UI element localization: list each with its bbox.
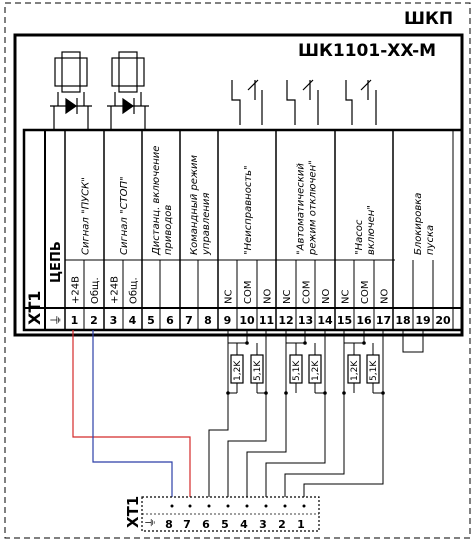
bottom-terminal-label: XT1 — [124, 496, 142, 528]
input-optocoupler-1 — [50, 51, 92, 130]
pin-number-13: 13 — [298, 314, 313, 327]
bottom-pin-dot — [170, 504, 174, 508]
pin-function-1: +24В — [71, 276, 82, 304]
resistor-label-5: 1,2K — [350, 360, 360, 381]
junction-dot — [226, 391, 230, 395]
pin-number-10: 10 — [239, 314, 255, 327]
pin-number-14: 14 — [317, 314, 333, 327]
resistor-3: 5,1K — [289, 343, 303, 393]
pin-function-4: Общ. — [129, 277, 140, 304]
terminal-block-label: XT1 — [25, 291, 44, 325]
pin-number-1: 1 — [71, 314, 79, 327]
resistor-label-3: 5,1K — [292, 360, 302, 381]
bottom-pin-dot — [302, 504, 306, 508]
bottom-pin-1: 1 — [297, 518, 305, 531]
bottom-pin-dot — [226, 504, 230, 508]
relay-contacts — [231, 79, 377, 125]
pin-number-7: 7 — [185, 314, 193, 327]
resistor-label-1: 1,2K — [233, 360, 243, 381]
group-label-8: Блокировкапуска — [413, 193, 436, 255]
bottom-pin-dot — [283, 504, 287, 508]
pin-number-12: 12 — [278, 314, 293, 327]
junction-dot — [342, 391, 346, 395]
pin-number-6: 6 — [166, 314, 174, 327]
resistor-6: 5,1K — [366, 343, 380, 393]
junction-dot — [323, 391, 327, 395]
pin-function-10: COM — [243, 281, 254, 304]
group-label-4: Командный режимуправления — [189, 155, 212, 256]
ground-symbol: ⏚ — [49, 314, 63, 326]
bottom-pin-7: 7 — [183, 518, 191, 531]
pin-function-16: COM — [360, 281, 371, 304]
pin-number-19: 19 — [415, 314, 430, 327]
terminal-table — [22, 128, 464, 332]
pin-function-12: NC — [282, 290, 293, 304]
pin-number-17: 17 — [376, 314, 391, 327]
junction-dot — [362, 341, 366, 345]
bottom-pin-dot — [188, 504, 192, 508]
group-label-7: "Насосвключен" — [354, 205, 377, 255]
pin-function-2: Общ. — [90, 277, 101, 304]
outer-box-label: ШКП — [404, 9, 453, 29]
device-label: ШК1101-XX-M — [298, 41, 436, 61]
bottom-pin-dot — [207, 504, 211, 508]
resistor-4: 1,2K — [308, 343, 322, 393]
junction-dot — [264, 391, 268, 395]
pin-number-16: 16 — [356, 314, 372, 327]
junction-dot — [284, 391, 288, 395]
junction-dot — [381, 391, 385, 395]
pin-function-3: +24В — [110, 276, 121, 304]
resistor-label-4: 1,2K — [311, 360, 321, 381]
group-label-2: Сигнал "СТОП" — [119, 176, 130, 255]
circuit-header: ЦЕПЬ — [49, 241, 64, 283]
pin-function-9: NC — [224, 290, 235, 304]
bottom-pin-dot — [245, 504, 249, 508]
resistor-5: 1,2K — [347, 343, 361, 393]
resistor-label-6: 5,1K — [369, 360, 379, 381]
bottom-pin-3: 3 — [259, 518, 267, 531]
pin-function-15: NC — [341, 290, 352, 304]
pin-function-14: NO — [321, 289, 332, 304]
resistor-label-2: 5,1K — [253, 360, 263, 381]
bottom-ground-symbol: ⏚ — [144, 517, 157, 528]
bottom-pin-dot — [264, 504, 268, 508]
group-label-3: Дистанц. включениеприводов — [151, 146, 174, 256]
input-optocoupler-2 — [107, 51, 149, 130]
pin-number-5: 5 — [147, 314, 155, 327]
wire-signal-3 — [246, 330, 306, 497]
junction-dot — [303, 341, 307, 345]
wire-blue — [92, 330, 173, 497]
pin-function-17: NO — [380, 289, 391, 304]
pin-number-11: 11 — [259, 314, 274, 327]
pin-number-15: 15 — [337, 314, 352, 327]
bottom-pin-2: 2 — [278, 518, 286, 531]
resistor-1: 1,2K — [230, 343, 244, 393]
wire-red — [72, 330, 191, 497]
pin-number-8: 8 — [204, 314, 212, 327]
pin-number-2: 2 — [90, 314, 98, 327]
wire-block-bridge — [402, 330, 424, 353]
resistor-2: 5,1K — [250, 343, 264, 393]
group-label-1: Сигнал "ПУСК" — [81, 177, 92, 255]
outer-enclosure — [4, 2, 471, 539]
pin-number-4: 4 — [129, 314, 137, 327]
pin-number-3: 3 — [110, 314, 118, 327]
bottom-pin-4: 4 — [240, 518, 248, 531]
junction-dot — [245, 341, 249, 345]
pin-number-18: 18 — [395, 314, 410, 327]
group-label-5: "Неисправность" — [243, 165, 254, 255]
pin-function-13: COM — [302, 281, 313, 304]
pin-number-9: 9 — [224, 314, 232, 327]
pin-number-20: 20 — [435, 314, 451, 327]
pin-function-11: NO — [263, 289, 274, 304]
wire-signal-5 — [284, 330, 365, 497]
bottom-pin-8: 8 — [165, 518, 173, 531]
bottom-pin-6: 6 — [202, 518, 210, 531]
bottom-pin-5: 5 — [221, 518, 229, 531]
group-label-6: "Автоматическийрежим отключен" — [296, 160, 319, 256]
bottom-terminal-block — [141, 496, 320, 532]
